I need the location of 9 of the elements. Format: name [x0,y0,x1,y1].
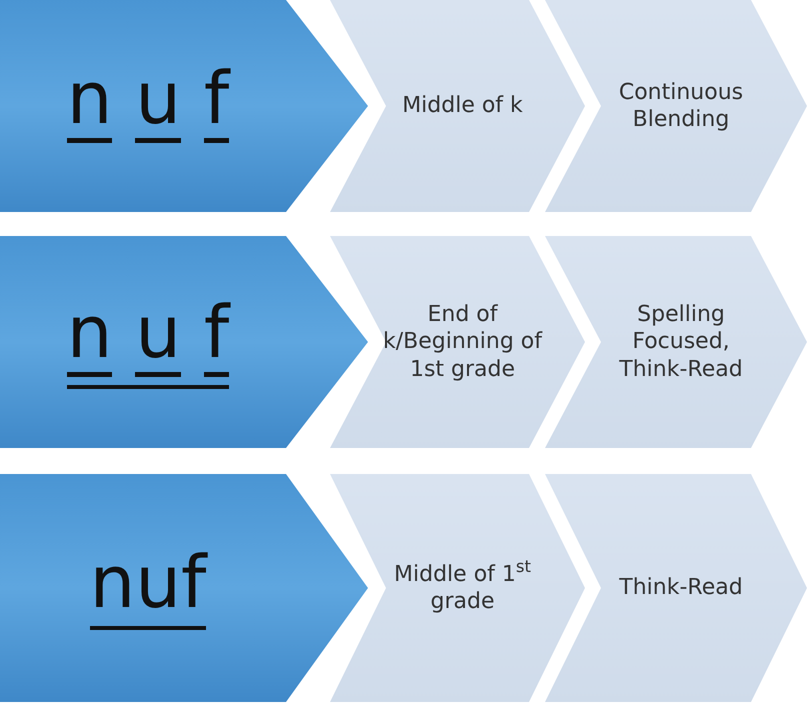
step-text: Think-Read [619,574,743,602]
step-text: Middle of 1$^{st}$ grade [393,560,532,616]
word-text: n u f [66,296,230,388]
step-text: Spelling Focused, Think-Read [618,300,744,384]
step-text: Middle of k [402,92,523,120]
word-text: n u f [66,62,230,150]
step-text: End of k/Beginning of 1st grade [382,300,543,384]
step-text: Continuous Blending [618,78,744,134]
word-text: nuf [90,546,206,630]
